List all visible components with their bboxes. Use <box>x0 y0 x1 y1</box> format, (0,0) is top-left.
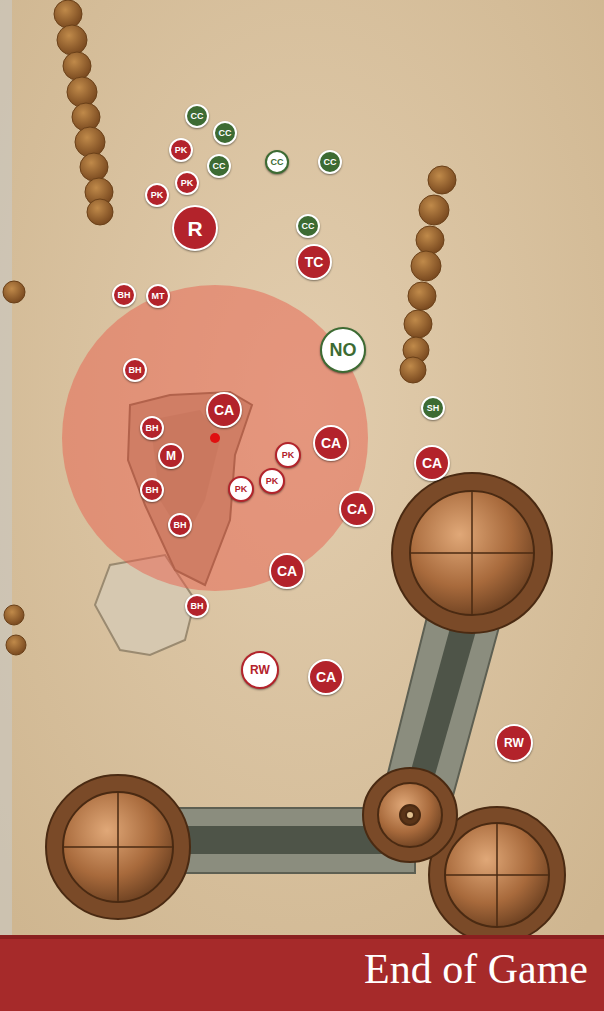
unit-label: BH <box>129 366 142 375</box>
unit-token: BH <box>185 594 209 618</box>
unit-label: BH <box>174 521 187 530</box>
banner-title: End of Game <box>364 944 588 994</box>
unit-label: RW <box>504 737 524 749</box>
unit-token: PK <box>145 183 169 207</box>
unit-token: BH <box>140 416 164 440</box>
unit-token: TC <box>296 244 332 280</box>
unit-token: BH <box>123 358 147 382</box>
unit-label: PK <box>181 179 194 188</box>
unit-token: SH <box>421 396 445 420</box>
unit-label: TC <box>305 255 324 269</box>
unit-label: RW <box>250 664 270 676</box>
unit-token: CC <box>185 104 209 128</box>
unit-label: PK <box>235 485 248 494</box>
unit-label: CA <box>321 436 341 450</box>
unit-label: MT <box>152 292 165 301</box>
unit-token: BH <box>168 513 192 537</box>
unit-label: PK <box>282 451 295 460</box>
unit-label: CC <box>219 129 232 138</box>
unit-token: RW <box>241 651 279 689</box>
unit-token: PK <box>259 468 285 494</box>
unit-token: CA <box>313 425 349 461</box>
unit-label: PK <box>151 191 164 200</box>
unit-label: CC <box>271 158 284 167</box>
unit-label: CC <box>191 112 204 121</box>
unit-token: CA <box>269 553 305 589</box>
unit-label: CC <box>324 158 337 167</box>
unit-label: NO <box>330 341 357 359</box>
unit-label: BH <box>146 486 159 495</box>
unit-token: CC <box>207 154 231 178</box>
unit-token: CA <box>414 445 450 481</box>
unit-label: BH <box>118 291 131 300</box>
unit-token: CC <box>265 150 289 174</box>
unit-token: PK <box>275 442 301 468</box>
unit-token: RW <box>495 724 533 762</box>
unit-label: PK <box>266 477 279 486</box>
unit-label: CA <box>214 403 234 417</box>
unit-label: CA <box>316 670 336 684</box>
unit-label: PK <box>175 146 188 155</box>
unit-token: MT <box>146 284 170 308</box>
unit-token: CC <box>318 150 342 174</box>
unit-token: NO <box>320 327 366 373</box>
unit-token: R <box>172 205 218 251</box>
unit-label: CC <box>302 222 315 231</box>
unit-label: BH <box>146 424 159 433</box>
unit-token: BH <box>112 283 136 307</box>
unit-label: BH <box>191 602 204 611</box>
unit-label: CA <box>347 502 367 516</box>
unit-token: CA <box>339 491 375 527</box>
unit-token: PK <box>169 138 193 162</box>
unit-label: CC <box>213 162 226 171</box>
unit-label: CA <box>277 564 297 578</box>
unit-token: M <box>158 443 184 469</box>
unit-token: CC <box>213 121 237 145</box>
unit-label: CA <box>422 456 442 470</box>
unit-token: CA <box>308 659 344 695</box>
unit-label: R <box>187 218 202 239</box>
unit-label: SH <box>427 404 440 413</box>
unit-label: M <box>166 450 176 462</box>
unit-token: PK <box>175 171 199 195</box>
unit-token: PK <box>228 476 254 502</box>
unit-token: CA <box>206 392 242 428</box>
unit-token: CC <box>296 214 320 238</box>
unit-token: BH <box>140 478 164 502</box>
